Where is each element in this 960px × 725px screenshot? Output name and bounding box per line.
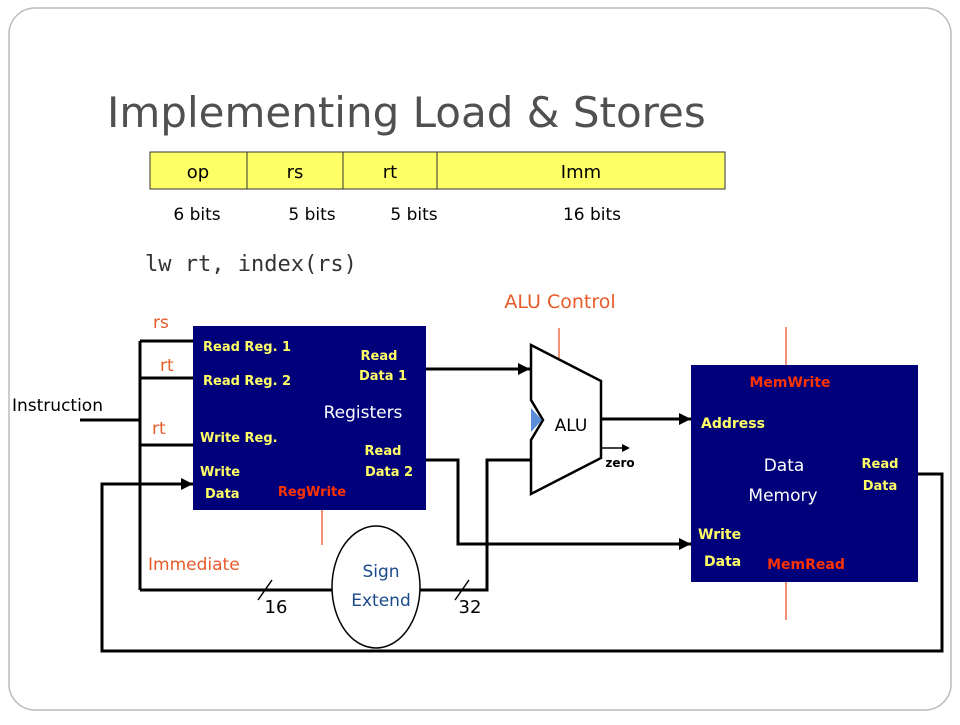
alu-marker-icon	[531, 408, 542, 432]
alu-control-label: ALU Control	[504, 291, 615, 313]
write-reg-label: Write Reg.	[200, 431, 278, 446]
writeback-wire	[100, 472, 944, 653]
format-width-op: 6 bits	[173, 205, 220, 225]
registers-block: Read Reg. 1 Read Reg. 2 Write Reg. Write…	[193, 326, 426, 510]
read-reg-1-label: Read Reg. 1	[203, 340, 291, 355]
alu-block: ALU ALU Control zero	[504, 291, 635, 497]
instruction-label: Instruction	[12, 396, 103, 416]
regwrite-label: RegWrite	[278, 485, 346, 500]
alu-shape	[529, 342, 603, 497]
bus-slash-32	[454, 579, 470, 601]
memread-label: MemRead	[767, 557, 845, 573]
instruction-example: lw rt, index(rs)	[145, 252, 357, 277]
zero-label: zero	[605, 456, 634, 470]
slide-title: Implementing Load & Stores	[107, 88, 706, 137]
data-memory-name-2: Memory	[748, 486, 817, 506]
read-data-2-wire	[426, 458, 691, 546]
sign-extend-ellipse	[331, 525, 421, 649]
registers-name: Registers	[324, 403, 403, 423]
read-data-1-label-2: Data 1	[359, 369, 407, 384]
data-memory-box	[691, 365, 918, 582]
mem-read-data-label-2: Data	[863, 479, 898, 494]
format-width-imm: 16 bits	[563, 205, 621, 225]
sign-extend-block: Sign Extend	[331, 525, 421, 649]
format-width-rt: 5 bits	[390, 205, 437, 225]
sign-extend-out-wire	[417, 458, 530, 592]
write-data-label-1: Write	[200, 465, 240, 480]
registers-box	[193, 326, 426, 510]
read-data-2-label-1: Read	[365, 444, 402, 459]
wire-arrowheads	[181, 363, 691, 550]
read-reg-2-label: Read Reg. 2	[203, 374, 291, 389]
write-data-label-2: Data	[205, 487, 240, 502]
mem-read-data-label-1: Read	[862, 457, 899, 472]
control-lines	[321, 327, 787, 620]
bus-slash-16	[257, 579, 273, 601]
instruction-format: op rs rt Imm 6 bits 5 bits 5 bits 16 bit…	[149, 151, 726, 225]
mem-write-data-label-1: Write	[698, 527, 741, 543]
bits-32-label: 32	[459, 597, 482, 618]
rt-write-label: rt	[152, 419, 166, 439]
format-field-imm: Imm	[561, 162, 601, 183]
read-data-2-label-2: Data 2	[365, 465, 413, 480]
mem-write-data-label-2: Data	[704, 554, 741, 570]
immediate-label: Immediate	[148, 555, 240, 575]
datapath-wires	[80, 339, 944, 653]
rt-read-label: rt	[160, 356, 174, 376]
format-field-rt: rt	[383, 162, 397, 183]
rs-label: rs	[153, 313, 169, 333]
memwrite-label: MemWrite	[749, 375, 830, 391]
data-memory-block: MemWrite Address Data Memory Read Data W…	[691, 365, 918, 582]
format-width-rs: 5 bits	[288, 205, 335, 225]
read-data-1-label-1: Read	[361, 349, 398, 364]
format-field-rs: rs	[287, 162, 304, 183]
alu-name: ALU	[555, 416, 588, 436]
sign-extend-label-2: Extend	[351, 591, 411, 611]
format-field-op: op	[187, 162, 209, 183]
bits-16-label: 16	[265, 597, 288, 618]
data-memory-name-1: Data	[764, 456, 805, 476]
address-label: Address	[701, 416, 765, 432]
sign-extend-label-1: Sign	[362, 562, 399, 582]
